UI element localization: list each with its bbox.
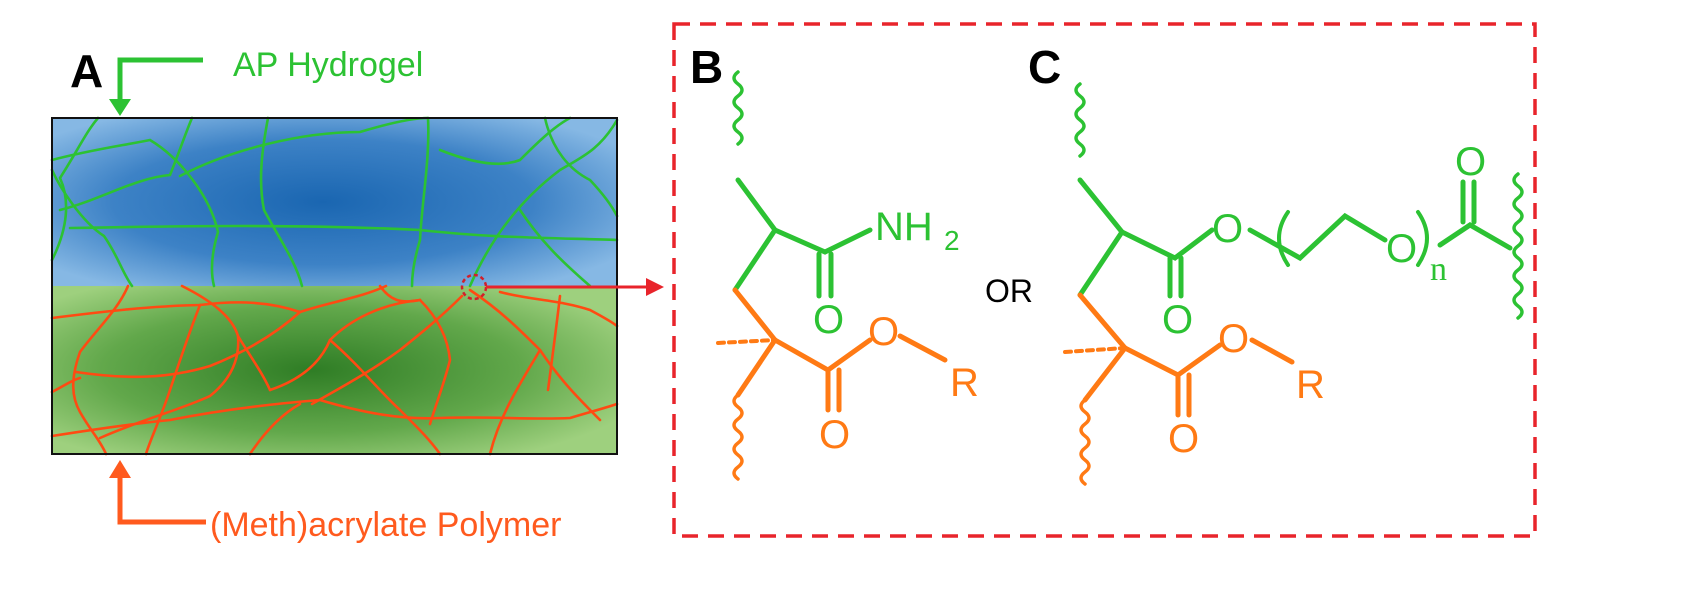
panel-a-label: A: [70, 45, 103, 97]
structure-b: NH 2 O O O R: [716, 70, 979, 481]
hydrogel-network: [50, 116, 619, 288]
panel-c-label: C: [1028, 41, 1061, 93]
polymer-network: [50, 284, 619, 456]
peg-carbonyl-o-label: O: [1162, 298, 1193, 342]
chemistry-detail-box: [672, 22, 1537, 538]
amide-o-label: O: [813, 298, 844, 342]
amide-n-subscript: 2: [944, 225, 960, 256]
methacrylate-unit-c: [1063, 292, 1295, 486]
or-label: OR: [985, 273, 1033, 309]
zoom-arrow: [486, 278, 664, 296]
polymer-label: (Meth)acrylate Polymer: [210, 506, 561, 544]
polymer-callout-arrow: [109, 460, 206, 525]
c-r-group-label: R: [1296, 363, 1325, 407]
hydrogel-label: AP Hydrogel: [233, 46, 423, 84]
repeat-n-label: n: [1430, 251, 1447, 288]
ester-o1-label: O: [868, 310, 899, 354]
hydrogel-callout-arrow: [109, 57, 203, 116]
terminal-carbonyl-o-label: O: [1455, 140, 1486, 184]
peg-ester-o-label: O: [1212, 207, 1243, 251]
methacrylate-unit-b: [716, 287, 948, 481]
acrylamide-unit-b: [732, 70, 873, 299]
polymer-layer: [52, 286, 617, 454]
c-ester-o1-label: O: [1218, 317, 1249, 361]
peg-acrylate-unit-c: [1074, 82, 1524, 320]
amide-n-label: NH: [875, 205, 933, 249]
panel-b-label: B: [690, 41, 723, 93]
ester-o2-label: O: [819, 413, 850, 457]
peg-ether-o-label: O: [1386, 227, 1417, 271]
structure-c: O O O n O O O R: [1063, 82, 1524, 486]
r-group-label: R: [950, 361, 979, 405]
c-ester-o2-label: O: [1168, 417, 1199, 461]
